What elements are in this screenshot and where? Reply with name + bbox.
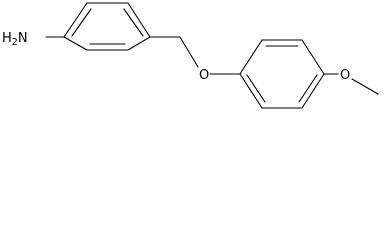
methoxyphenyl-ring (239, 39, 325, 109)
methoxy-oxygen-label: O (340, 68, 350, 83)
ring1-bond-3 (127, 36, 151, 51)
ring2-bond-3 (301, 39, 325, 75)
ring1-double-bond-3 (71, 8, 92, 37)
ch2-ether-bond (179, 36, 199, 68)
methoxy-methyl-bond (351, 78, 379, 95)
ring2-bond-4 (301, 73, 325, 109)
ether-oxygen-label: O (199, 68, 209, 83)
ring1-bond-1 (63, 36, 88, 51)
ring1-double-bond-2 (123, 8, 144, 37)
ring2-bond-6 (239, 73, 263, 109)
ring2-bond-1 (239, 39, 263, 75)
ring1-bond-4 (127, 2, 151, 38)
amine-label: H2N (2, 31, 28, 48)
chemical-structure: H2N O O (2, 2, 379, 109)
aniline-ring (63, 2, 151, 51)
ring2-double-bond-3 (246, 74, 266, 103)
ring1-bond-6 (63, 2, 88, 38)
ring2-double-bond-2 (298, 74, 318, 103)
